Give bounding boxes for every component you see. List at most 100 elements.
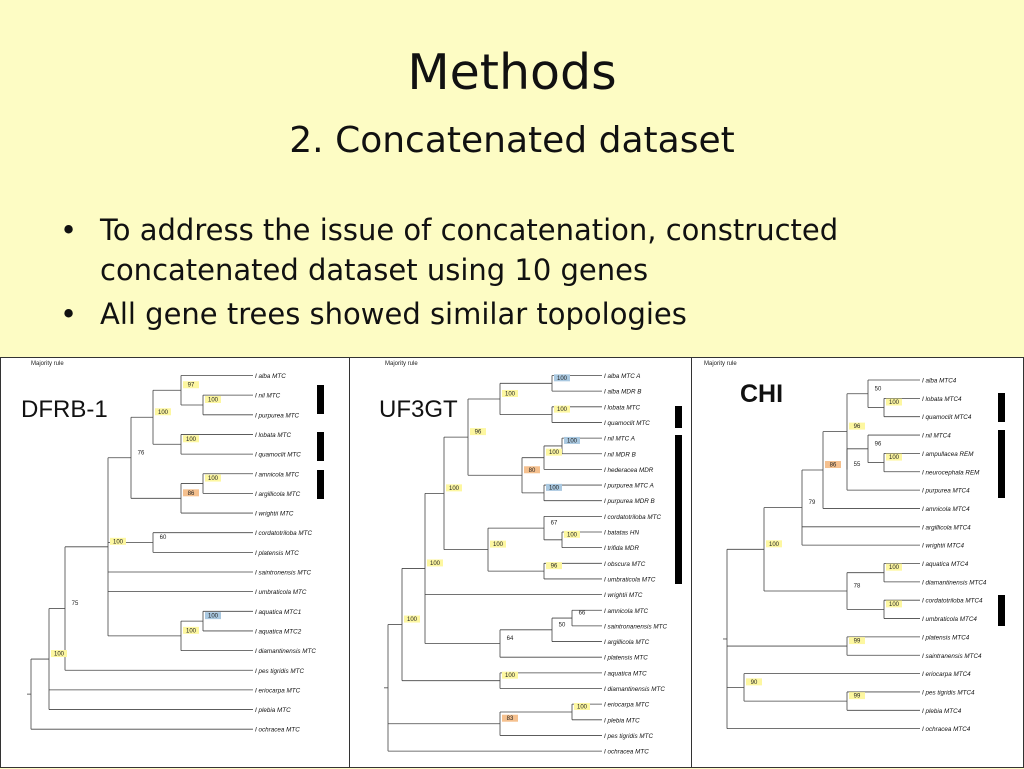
bullet-text: To address the issue of concatenation, c…: [100, 213, 839, 287]
taxon-label: I cordatotriloba MTC: [255, 530, 312, 537]
support-box: [490, 540, 506, 548]
clade-bar: [317, 385, 324, 414]
support-value: 100: [208, 397, 219, 403]
taxon-label: I platensis MTC4: [922, 634, 970, 641]
taxon-label: I nil MTC: [255, 393, 281, 400]
taxon-label: I pes tigridis MTC: [255, 668, 304, 675]
support-box: [886, 563, 902, 571]
taxon-label: I nil MTC4: [922, 433, 951, 440]
taxon-label: I lobata MTC4: [922, 396, 962, 403]
support-value: 100: [113, 539, 124, 545]
taxon-label: I neurocephala REM: [922, 469, 980, 476]
support-box: [886, 600, 902, 608]
taxon-label: I argillicola MTC4: [922, 524, 971, 531]
support-value: 96: [475, 430, 482, 436]
support-box: [446, 484, 462, 492]
support-value: 100: [449, 486, 460, 492]
support-box: [564, 530, 580, 538]
support-box: [183, 381, 199, 389]
taxon-label: I wrightii MTC: [604, 592, 643, 599]
taxon-label: I purpurea MTC4: [922, 488, 970, 495]
gene-label: UF3GT: [379, 396, 458, 423]
support-box: [886, 453, 902, 461]
taxon-label: I purpurea MTC: [255, 412, 300, 419]
support-value: 86: [830, 463, 837, 469]
clade-bar: [675, 406, 682, 428]
support-value: 76: [138, 450, 145, 456]
taxon-label: I ochracea MTC: [255, 727, 300, 734]
support-box: [502, 714, 518, 722]
bullet-dot: •: [60, 297, 78, 331]
taxon-label: I quamoclit MTC: [255, 452, 301, 459]
clade-bar: [317, 432, 324, 461]
taxon-label: I aquatica MTC4: [922, 561, 969, 568]
taxon-label: I nil MDR B: [604, 451, 636, 458]
slide-subtitle: 2. Concatenated dataset: [289, 120, 735, 161]
support-value: 100: [549, 450, 560, 456]
taxon-label: I quamoclit MTC4: [922, 414, 972, 421]
support-box: [51, 650, 67, 658]
support-value: 50: [875, 386, 882, 392]
bullet-dot: •: [60, 213, 78, 247]
support-value: 100: [567, 532, 578, 538]
support-box: [404, 615, 420, 623]
support-box: [183, 435, 199, 443]
taxon-label: I umbraticola MTC: [255, 589, 307, 596]
taxon-label: I trifida MDR: [604, 545, 639, 552]
clade-bar: [998, 430, 1005, 498]
taxon-label: I plebia MTC: [255, 707, 291, 714]
taxon-label: I eriocarpa MTC4: [922, 671, 971, 678]
support-value: 100: [186, 437, 197, 443]
taxon-label: I diamantinensis MTC: [255, 648, 316, 655]
taxon-label: I alba MDR B: [604, 389, 641, 396]
taxon-label: I diamantinensis MTC: [604, 686, 665, 693]
taxon-label: I aquatica MTC2: [255, 628, 302, 635]
support-value: 100: [889, 455, 900, 461]
support-value: 83: [507, 716, 514, 722]
clade-bar: [317, 470, 324, 499]
support-value: 100: [549, 485, 560, 491]
support-value: 100: [889, 565, 900, 571]
taxon-label: I pes tigridis MTC4: [922, 689, 975, 696]
support-value: 97: [188, 383, 195, 389]
taxon-label: I wrightii MTC: [255, 511, 294, 518]
taxon-label: I umbraticola MTC: [604, 576, 656, 583]
support-box: [502, 671, 518, 679]
support-value: 100: [186, 628, 197, 634]
support-value: 100: [889, 602, 900, 608]
support-value: 90: [751, 680, 758, 686]
taxon-label: I aquatica MTC1: [255, 609, 301, 616]
taxon-label: I pes tigridis MTC: [604, 733, 653, 740]
bullet-text: All gene trees showed similar topologies: [100, 297, 687, 331]
taxon-label: I platensis MTC: [255, 550, 299, 557]
support-value: 100: [769, 542, 780, 548]
support-box: [766, 540, 782, 548]
support-box: [554, 374, 570, 382]
support-value: 100: [158, 410, 169, 416]
support-box: [849, 692, 865, 700]
support-value: 96: [854, 424, 861, 430]
taxon-label: I lobata MTC: [604, 404, 640, 411]
support-box: [427, 559, 443, 567]
support-value: 79: [809, 500, 816, 506]
support-value: 55: [854, 462, 861, 468]
support-value: 100: [567, 438, 578, 444]
support-value: 60: [160, 535, 167, 541]
support-value: 96: [551, 564, 558, 570]
support-box: [205, 395, 221, 403]
support-box: [574, 702, 590, 710]
taxon-label: I purpurea MTC A: [604, 483, 654, 490]
support-box: [886, 398, 902, 406]
support-box: [470, 428, 486, 436]
gene-label: CHI: [740, 380, 784, 408]
support-value: 100: [208, 614, 219, 620]
support-box: [546, 562, 562, 570]
gene-label: DFRB-1: [21, 396, 108, 423]
support-box: [205, 612, 221, 620]
taxon-label: I argillicola MTC: [604, 639, 650, 646]
support-value: 99: [854, 639, 861, 645]
